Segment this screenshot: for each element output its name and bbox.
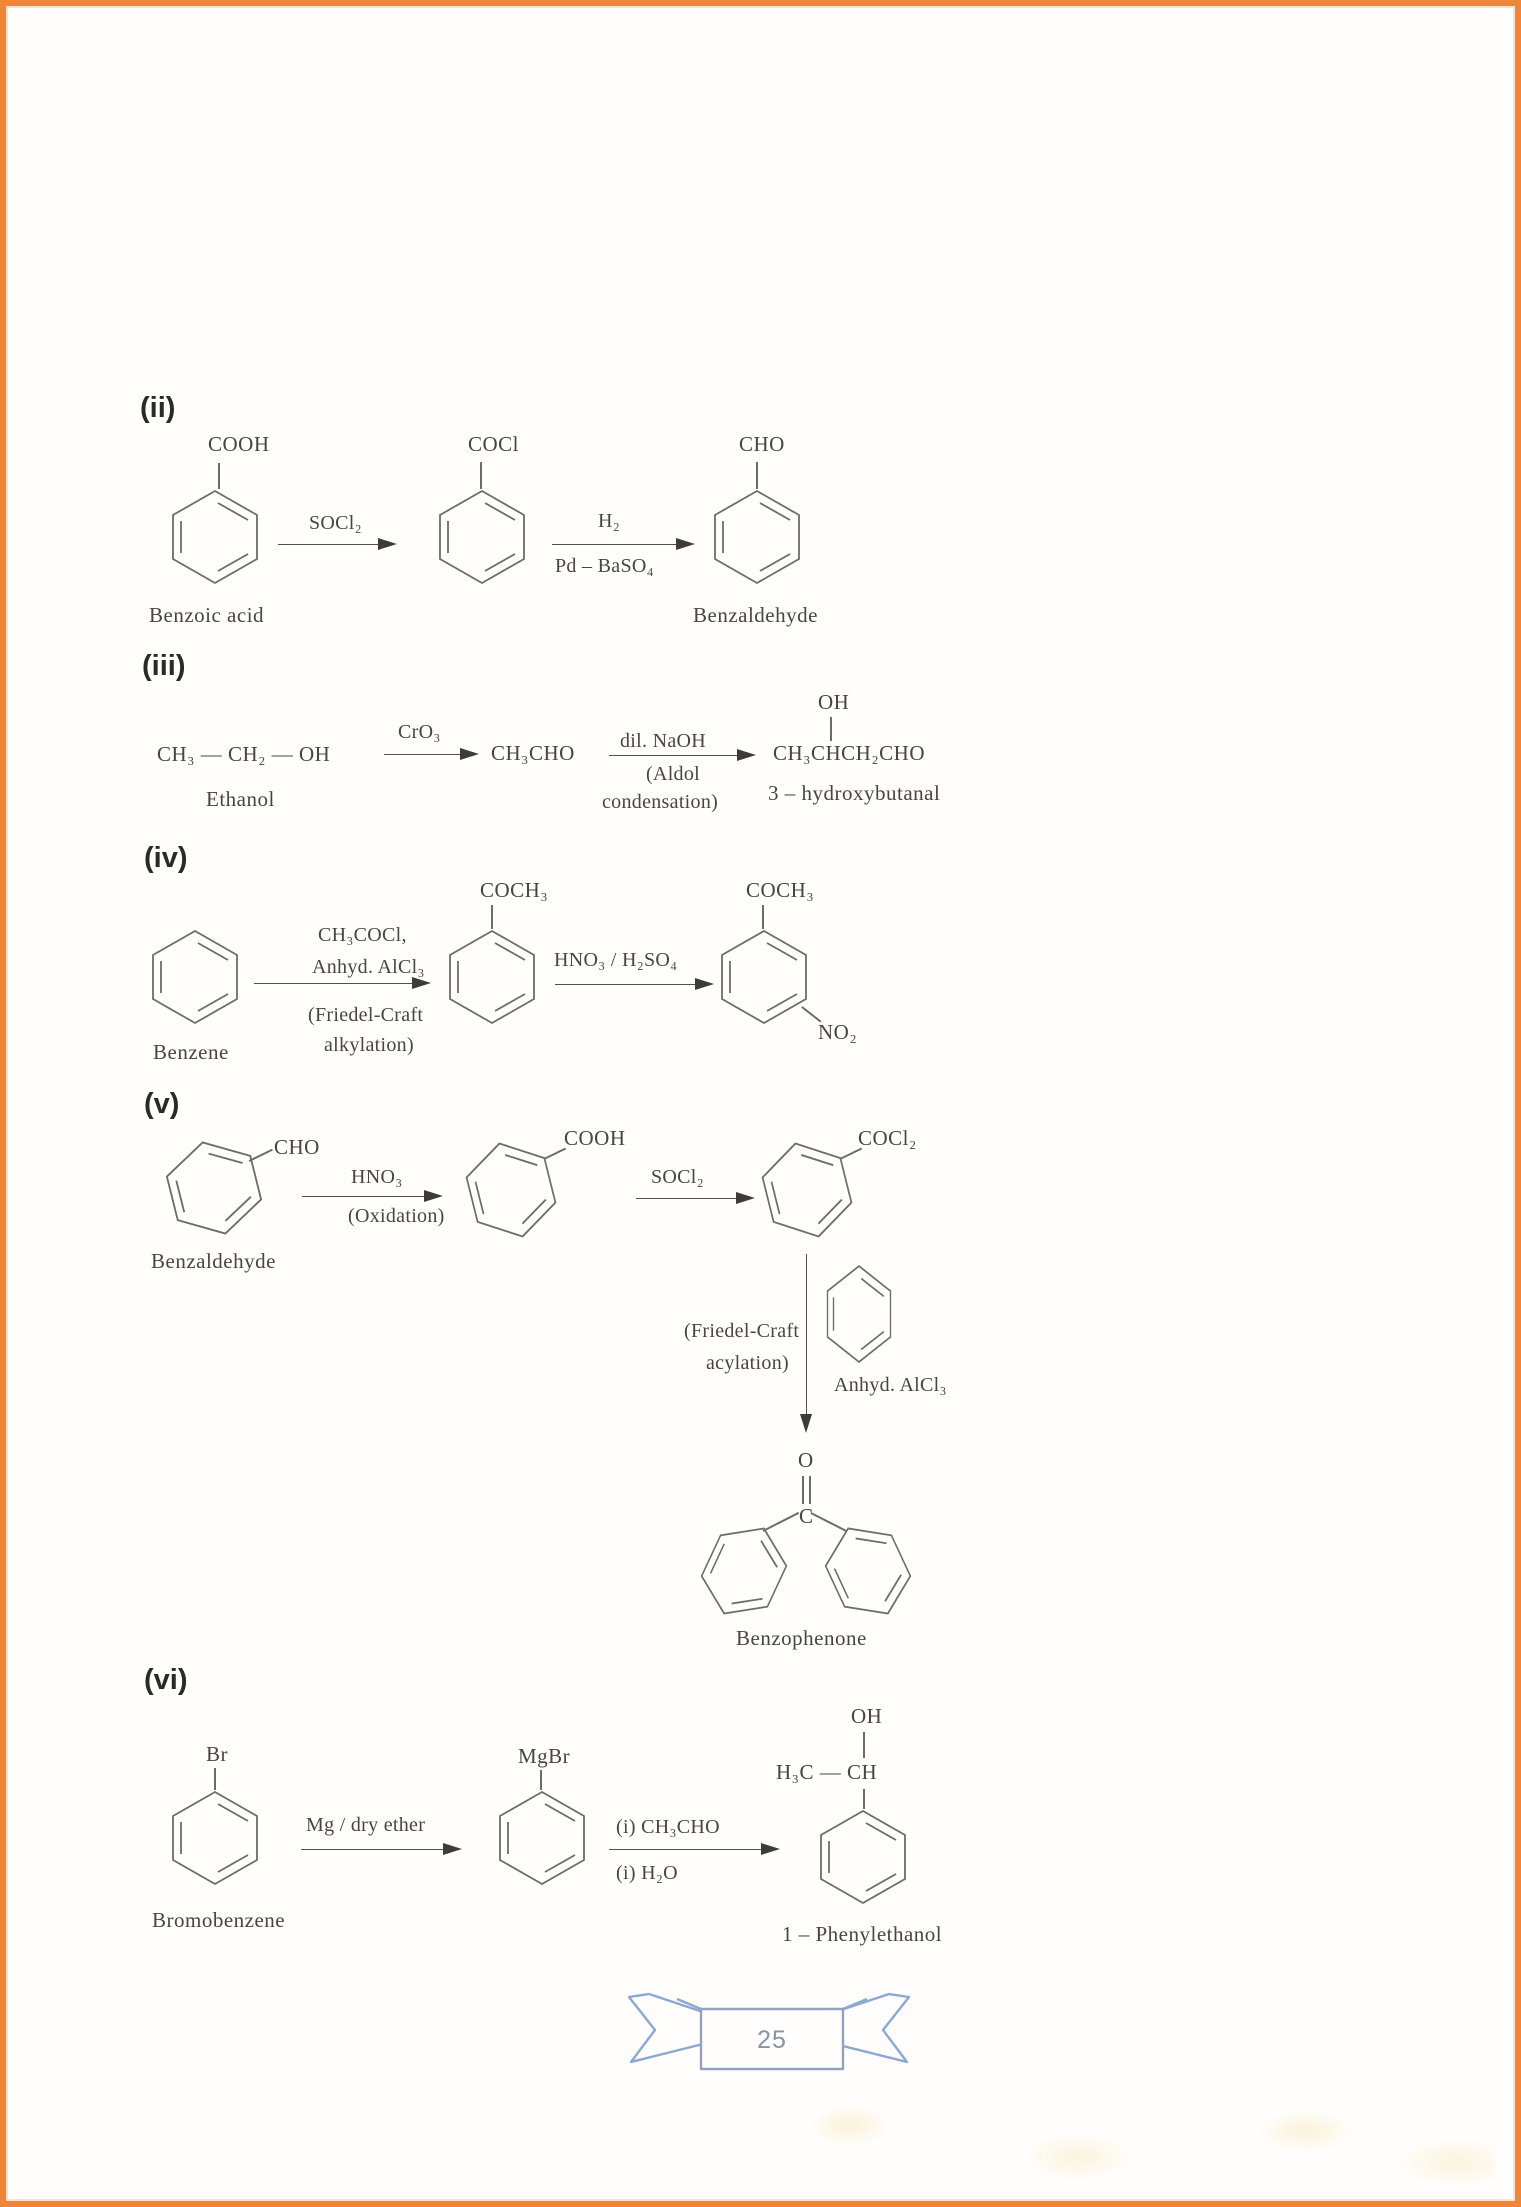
substituent-cho: CHO bbox=[274, 1135, 320, 1159]
hydroxyl-group: OH bbox=[851, 1704, 883, 1728]
bond bbox=[540, 1770, 542, 1790]
compound-name: Benzaldehyde bbox=[151, 1249, 276, 1273]
hydroxybutanal-formula: CH₃CHCH₂CHO bbox=[773, 741, 925, 765]
reagent-above-arrow: Mg / dry ether bbox=[306, 1814, 426, 1836]
reaction-arrow bbox=[254, 976, 431, 989]
bond bbox=[480, 462, 482, 489]
watermark bbox=[736, 2094, 1496, 2199]
reaction-scheme-vi: (vi) Br Bromobenzene Mg / dry ether MgBr… bbox=[6, 6, 1515, 2201]
reaction-scheme-v: (v) CHO Benzaldehyde HNO₃ (Oxidation) CO… bbox=[6, 6, 1515, 2201]
bond bbox=[863, 1789, 865, 1809]
substituent-mgbr: MgBr bbox=[518, 1744, 571, 1768]
section-label: (ii) bbox=[140, 392, 176, 424]
carbonyl-carbon: C bbox=[799, 1504, 814, 1528]
reagent-left-of-arrow: acylation) bbox=[706, 1352, 789, 1374]
reagent-right-of-arrow: Anhyd. AlCl₃ bbox=[834, 1374, 947, 1396]
bond bbox=[762, 905, 764, 929]
reagent-above-arrow: CH₃COCl, bbox=[318, 924, 407, 946]
reagent-above-arrow: HNO₃ bbox=[351, 1166, 403, 1188]
benzene-ring bbox=[499, 1790, 585, 1886]
bond bbox=[214, 1768, 216, 1790]
hydroxyl-group: OH bbox=[818, 690, 850, 714]
reaction-arrow bbox=[301, 1842, 462, 1855]
benzene-ring bbox=[820, 1809, 906, 1905]
compound-name: 3 – hydroxybutanal bbox=[768, 781, 941, 805]
benzene-ring bbox=[152, 929, 238, 1025]
compound-name: Bromobenzene bbox=[152, 1908, 286, 1932]
reagent-above-arrow: CrO₃ bbox=[398, 721, 441, 743]
benzene-ring bbox=[826, 1265, 892, 1363]
reaction-arrow bbox=[609, 748, 756, 761]
compound-name: Ethanol bbox=[206, 787, 275, 811]
substituent-coch3: COCH₃ bbox=[746, 878, 815, 902]
ribbon-right-tail bbox=[833, 1992, 911, 2064]
reaction-arrow bbox=[555, 977, 714, 990]
reagent-above-arrow: HNO₃ / H₂SO₄ bbox=[554, 949, 678, 971]
reagent-left-of-arrow: (Friedel-Craft bbox=[684, 1320, 800, 1342]
compound-name: Benzophenone bbox=[736, 1626, 867, 1650]
reagent-above-arrow: H₂ bbox=[598, 510, 621, 532]
substituent-cooh: COOH bbox=[208, 432, 270, 456]
reaction-arrow bbox=[302, 1189, 443, 1202]
page-number: 25 bbox=[757, 2026, 787, 2054]
section-label: (vi) bbox=[144, 1664, 188, 1696]
double-bond bbox=[809, 1476, 811, 1504]
bond bbox=[756, 462, 758, 489]
reaction-scheme-iii: (iii) CH₃ — CH₂ — OH Ethanol CrO₃ CH₃CHO… bbox=[6, 6, 1515, 2201]
reagent-above-arrow: SOCl₂ bbox=[651, 1166, 704, 1188]
substituent-cooh: COOH bbox=[564, 1126, 626, 1150]
bond bbox=[218, 463, 220, 489]
reagent-below-arrow: (Oxidation) bbox=[348, 1205, 445, 1227]
benzene-ring bbox=[721, 929, 807, 1025]
substituent-no2: NO₂ bbox=[818, 1020, 858, 1044]
reaction-scheme-iv: (iv) Benzene CH₃COCl, Anhyd. AlCl₃ (Frie… bbox=[6, 6, 1515, 2201]
section-label: (iii) bbox=[142, 650, 186, 682]
substituent-cho: CHO bbox=[739, 432, 785, 456]
carbonyl-oxygen: O bbox=[798, 1448, 814, 1472]
substituent-cocl: COCl bbox=[468, 432, 520, 456]
bond bbox=[830, 717, 832, 741]
ethanol-formula: CH₃ — CH₂ — OH bbox=[157, 742, 331, 766]
reagent-above-arrow: Anhyd. AlCl₃ bbox=[312, 956, 425, 978]
compound-name: 1 – Phenylethanol bbox=[782, 1922, 943, 1946]
double-bond bbox=[802, 1476, 804, 1504]
acetaldehyde-formula: CH₃CHO bbox=[491, 741, 575, 765]
reaction-scheme-ii: (ii) COOH Benzoic acid SOCl₂ COCl H₂ Pd … bbox=[6, 6, 1515, 2201]
benzene-ring bbox=[714, 489, 800, 585]
page-number-ribbon bbox=[627, 1992, 911, 2071]
reagent-below-arrow: (i) H₂O bbox=[616, 1862, 678, 1884]
benzene-ring bbox=[700, 1527, 788, 1615]
section-label: (iv) bbox=[144, 842, 188, 874]
reagent-above-arrow: SOCl₂ bbox=[309, 512, 362, 534]
compound-name: Benzoic acid bbox=[149, 603, 265, 627]
reaction-arrow bbox=[636, 1191, 755, 1204]
reagent-above-arrow: dil. NaOH bbox=[620, 730, 707, 752]
benzene-ring bbox=[439, 489, 525, 585]
chain-formula: H₃C — CH bbox=[776, 1760, 878, 1784]
benzene-ring bbox=[165, 1141, 263, 1235]
benzene-ring bbox=[172, 489, 258, 585]
substituent-br: Br bbox=[206, 1742, 228, 1766]
reaction-arrow bbox=[278, 537, 397, 550]
reaction-arrow-down bbox=[799, 1254, 812, 1433]
reagent-below-arrow: condensation) bbox=[602, 791, 719, 813]
reaction-arrow bbox=[384, 747, 479, 760]
substituent-cocl2: COCl₂ bbox=[858, 1126, 917, 1150]
reaction-arrow bbox=[552, 537, 695, 550]
reagent-below-arrow: alkylation) bbox=[324, 1034, 414, 1056]
reagent-below-arrow: (Friedel-Craft bbox=[308, 1004, 424, 1026]
substituent-coch3: COCH₃ bbox=[480, 878, 549, 902]
reaction-arrow bbox=[609, 1842, 780, 1855]
benzene-ring bbox=[172, 1790, 258, 1886]
benzene-ring bbox=[824, 1527, 912, 1615]
benzene-ring bbox=[449, 929, 535, 1025]
bond bbox=[863, 1732, 865, 1758]
compound-name: Benzaldehyde bbox=[693, 603, 818, 627]
reagent-below-arrow: Pd – BaSO₄ bbox=[555, 555, 654, 577]
bond bbox=[491, 905, 493, 929]
compound-name: Benzene bbox=[153, 1040, 229, 1064]
section-label: (v) bbox=[144, 1088, 180, 1120]
reagent-above-arrow: (i) CH₃CHO bbox=[616, 1816, 720, 1838]
reagent-below-arrow: (Aldol bbox=[646, 763, 701, 785]
